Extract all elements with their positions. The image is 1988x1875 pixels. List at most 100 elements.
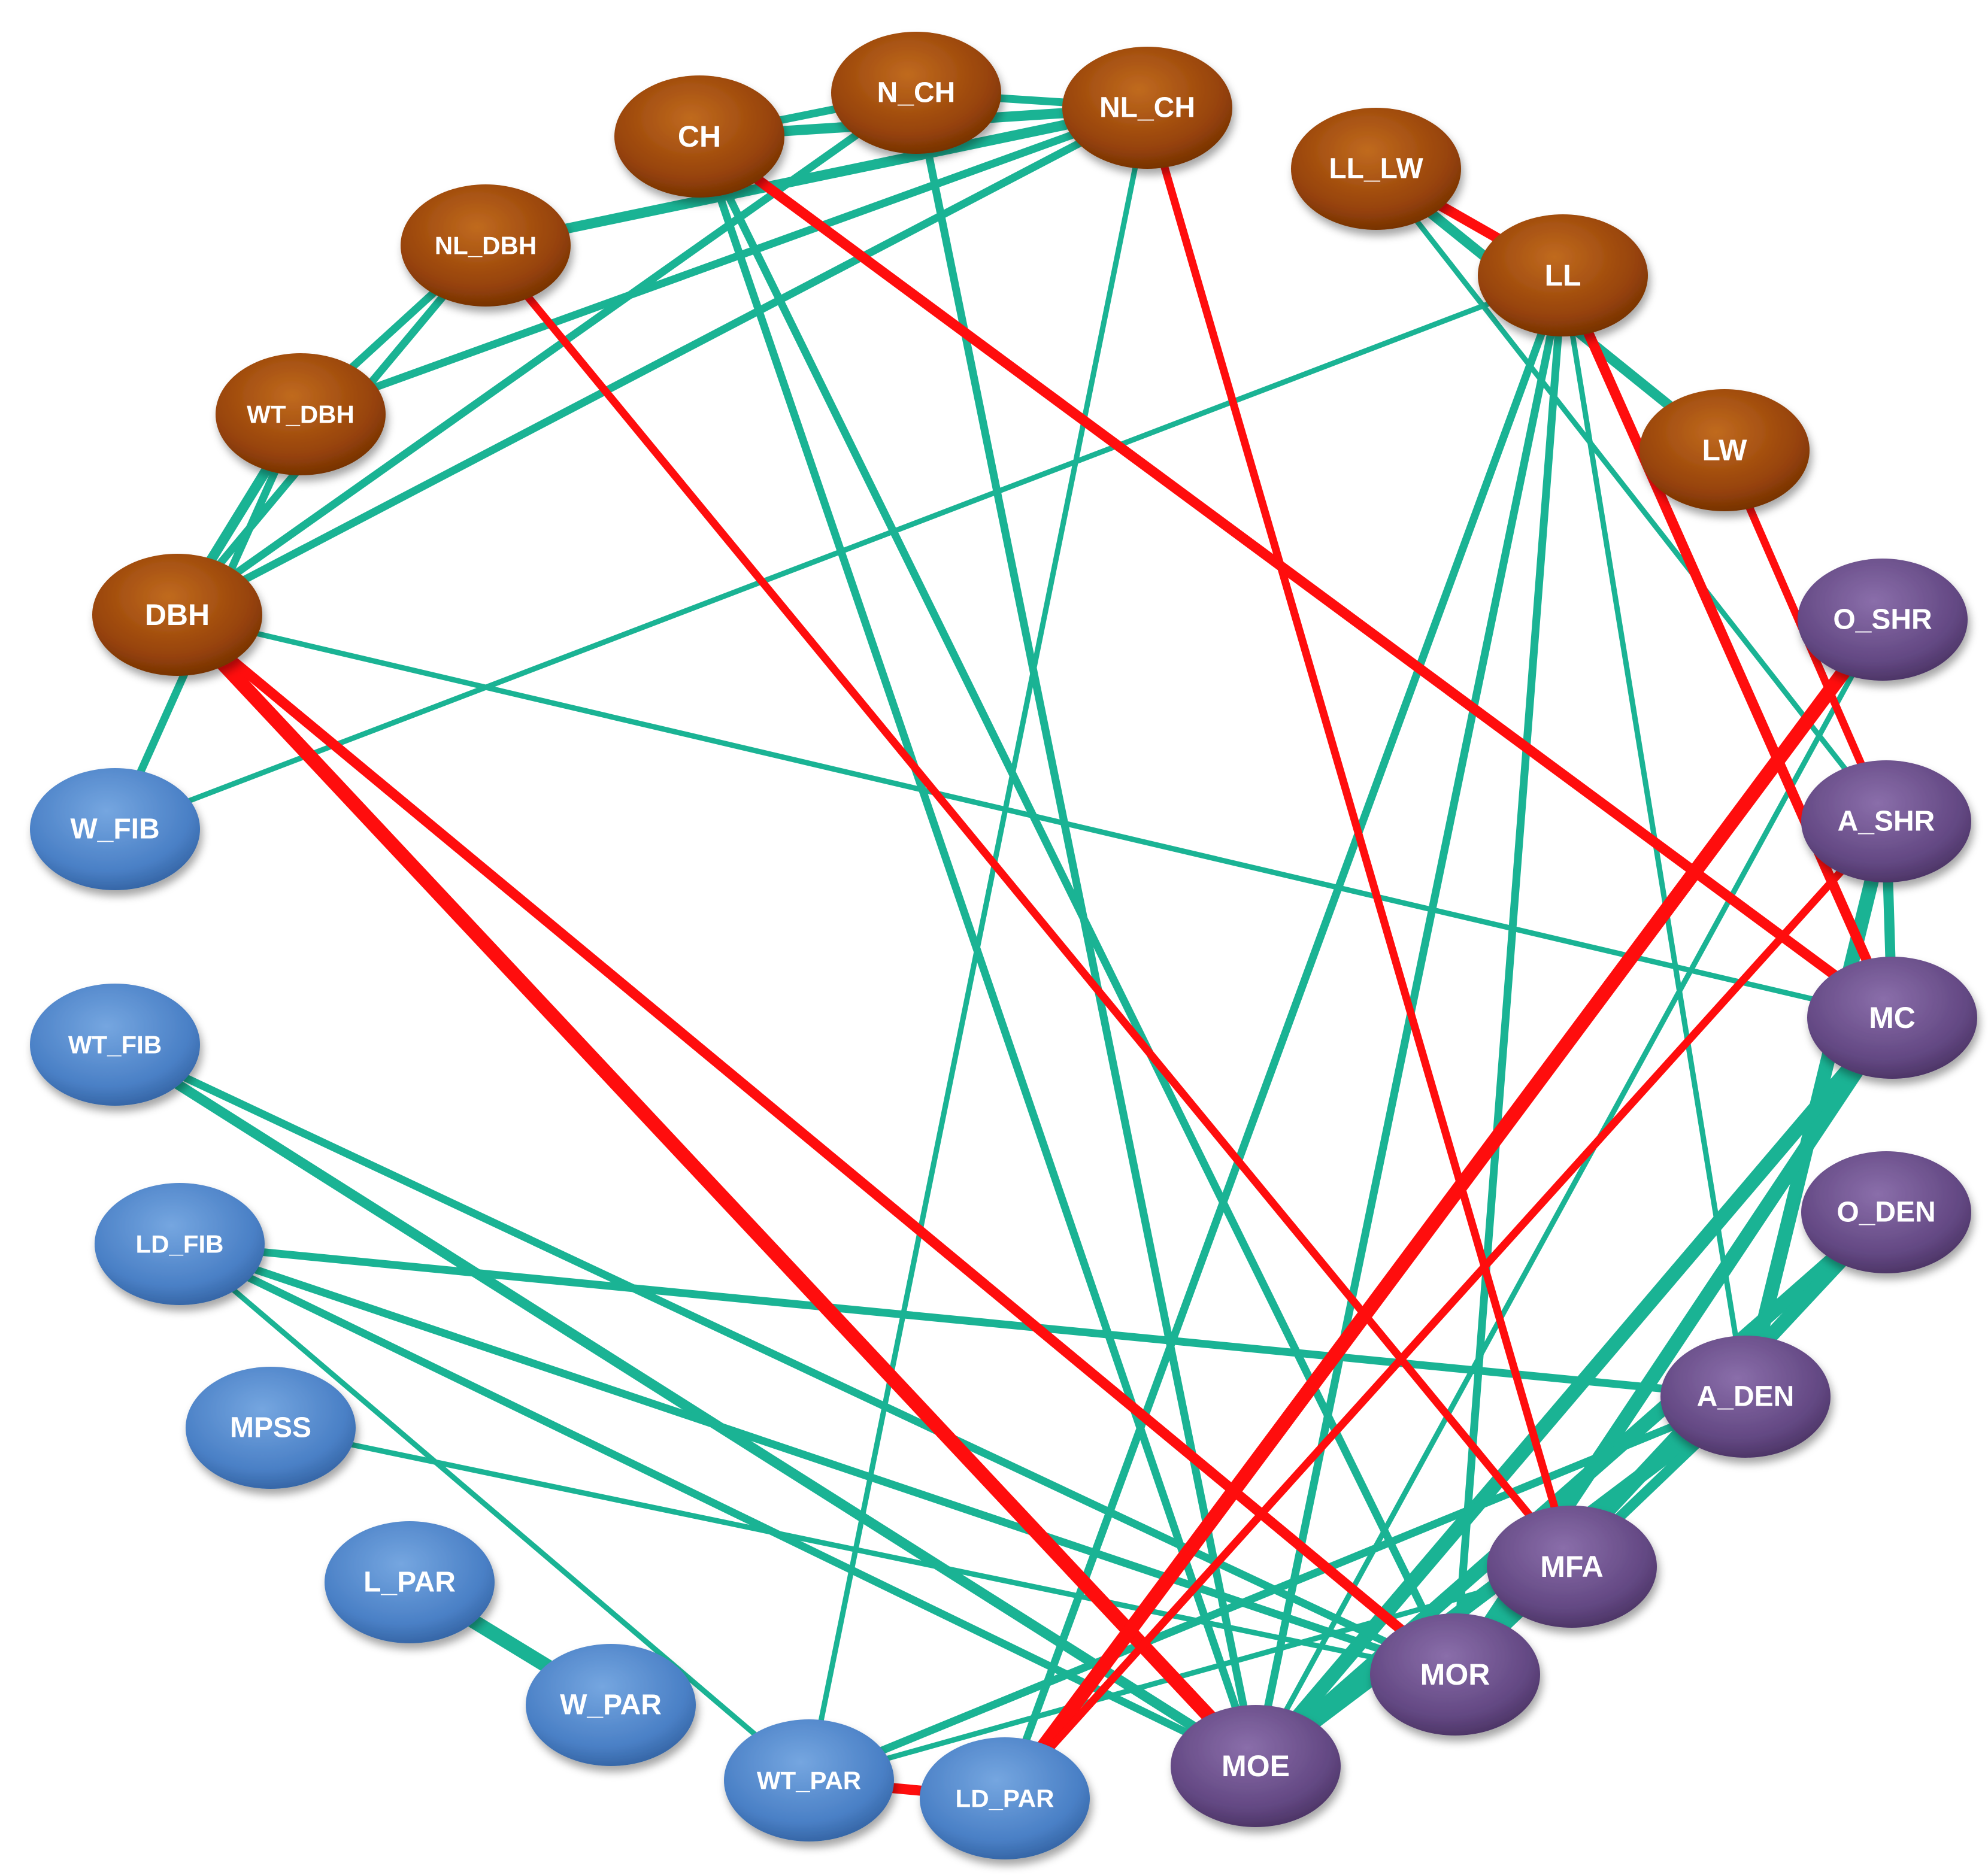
node-ellipse [724,1719,894,1841]
edge-o-shr-ld-par-negative [998,612,1890,1806]
node-n-ch: N_CH [831,32,1001,154]
node-nl-dbh: NL_DBH [401,184,571,307]
node-mfa: MFA [1487,1506,1657,1628]
node-ll-lw: LL_LW [1291,108,1461,230]
node-label: NL_DBH [435,232,537,260]
node-label: MFA [1540,1550,1604,1583]
node-nl-ch: NL_CH [1062,47,1232,169]
edge-dbh-mor-negative [172,609,1460,1680]
node-ellipse [325,1521,495,1643]
node-ellipse [216,353,386,475]
node-ellipse [1291,108,1461,230]
node-w-par: W_PAR [526,1644,696,1766]
node-label: W_FIB [70,814,159,845]
node-ellipse [1801,760,1971,882]
node-ellipse [614,75,784,198]
node-ellipse [1062,47,1232,169]
node-ellipse [920,1737,1090,1859]
edge-nl-dbh-mfa-negative [481,241,1576,1571]
node-dbh: DBH [92,554,262,676]
edge-nl-ch-wt-par-positive [806,105,1150,1783]
node-ellipse [186,1367,356,1489]
node-wt-dbh: WT_DBH [216,353,386,475]
node-label: DBH [145,598,210,632]
node-label: MPSS [230,1412,311,1444]
node-mor: MOR [1370,1613,1540,1736]
edge-wt-fib-moe-positive [110,1039,1261,1771]
node-ll: LL [1478,214,1648,336]
edge-wt-par-mfa-positive [806,1564,1575,1783]
node-lw: LW [1640,389,1810,511]
edge-ll-mc-negative [1557,270,1898,1023]
node-label: WT_DBH [247,401,354,429]
node-label: LD_FIB [136,1230,224,1258]
node-label: O_DEN [1837,1197,1935,1228]
node-ellipse [1171,1705,1341,1827]
node-w-fib: W_FIB [30,768,200,890]
edge-wt-fib-mor-positive [111,1040,1459,1679]
node-label: LL [1544,259,1581,292]
edge-ll-ld-par-positive [1001,271,1567,1803]
edge-nl-dbh-nl-ch-positive [480,102,1153,251]
edge-mpss-mor-positive [268,1425,1458,1677]
node-wt-fib: WT_FIB [30,984,200,1106]
node-ellipse [1478,214,1648,336]
node-ellipse [1370,1613,1540,1736]
node-label: A_SHR [1838,806,1935,838]
node-label: A_DEN [1697,1381,1795,1413]
node-ld-fib: LD_FIB [95,1183,265,1305]
node-ellipse [526,1644,696,1766]
node-ch: CH [614,75,784,198]
node-label: NL_CH [1099,92,1195,124]
nodes-layer: CH N_CH NL_CH LL_LW NL_DBH LL WT_DBH LW DBH O_SHR… [30,32,1977,1859]
edge-ch-mc-negative [694,131,1898,1023]
node-o-shr: O_SHR [1798,559,1968,681]
edge-dbh-n-ch-positive [173,89,920,619]
node-moe: MOE [1171,1705,1341,1827]
node-label: CH [678,120,721,153]
node-a-shr: A_SHR [1801,760,1971,882]
node-l-par: L_PAR [325,1521,495,1643]
node-label: MC [1869,1001,1916,1034]
node-label: WT_FIB [68,1031,162,1059]
node-label: LW [1702,433,1748,467]
node-label: N_CH [877,77,956,109]
node-ellipse [1801,1151,1971,1273]
node-ellipse [1640,389,1810,511]
edge-n-ch-moe-positive [912,89,1260,1770]
edge-wt-dbh-nl-ch-positive [296,104,1151,418]
node-ellipse [1807,957,1977,1079]
edge-ld-fib-wt-par-positive [177,1241,812,1783]
node-ellipse [1487,1506,1657,1628]
edge-wt-par-a-den-positive [805,1392,1750,1785]
node-label: L_PAR [363,1567,456,1598]
edge-ll-lw-a-shr-positive [1373,166,1889,824]
node-mc: MC [1807,957,1977,1079]
edges-layer [110,89,1899,1806]
edge-dbh-moe-negative [170,608,1263,1773]
node-ld-par: LD_PAR [920,1737,1090,1859]
node-ellipse [30,768,200,890]
node-mpss: MPSS [186,1367,356,1489]
node-ellipse [1660,1336,1831,1458]
node-ellipse [30,984,200,1106]
edge-o-den-moe-positive [1248,1205,1893,1773]
node-label: MOE [1222,1749,1290,1783]
node-o-den: O_DEN [1801,1151,1971,1273]
edge-o-shr-moe-positive [1253,617,1886,1769]
edge-a-shr-ld-par-negative [1001,817,1890,1803]
node-ellipse [831,32,1001,154]
node-wt-par: WT_PAR [724,1719,894,1841]
node-label: LD_PAR [956,1785,1054,1813]
edge-ld-fib-moe-positive [175,1240,1260,1770]
edge-ld-fib-a-den-positive [175,1240,1750,1401]
edge-dbh-nl-ch-positive [173,104,1151,619]
node-a-den: A_DEN [1660,1336,1831,1458]
node-label: MOR [1420,1658,1490,1691]
node-label: O_SHR [1833,604,1932,636]
node-ellipse [401,184,571,307]
node-ellipse [95,1183,265,1305]
node-ellipse [92,554,262,676]
node-label: W_PAR [560,1689,662,1721]
